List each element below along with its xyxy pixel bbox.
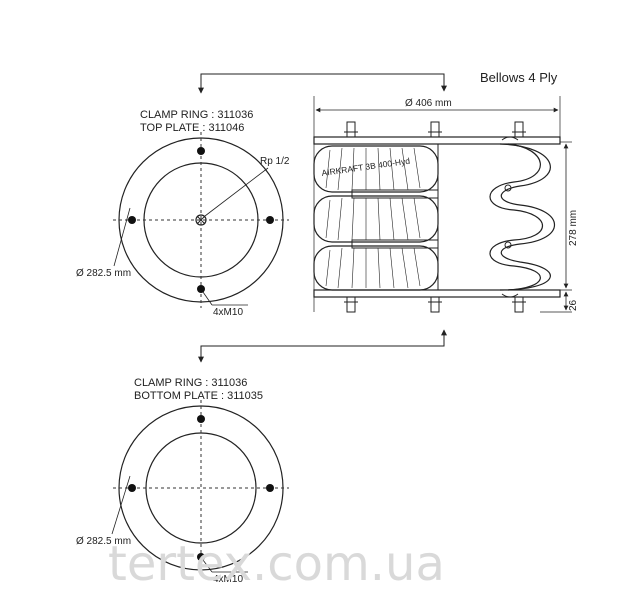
bottom-bolt-hole-top [197,415,205,423]
side-top-studs [344,121,526,138]
top-plate-view: CLAMP RING : 311036 TOP PLATE : 311046 R… [76,109,290,318]
port-leader-line [204,167,269,217]
top-bolt-circle-label: Ø 282.5 mm [76,268,131,279]
watermark: tertex.com.ua [108,536,445,592]
side-view: Bellows 4 Ply Ø 406 mm [313,70,579,313]
bottom-plate-view: CLAMP RING : 311036 BOTTOM PLATE : 31103… [76,377,289,585]
port-hole-icon [195,214,207,226]
view-connector-bottom [198,329,447,363]
bottom-clamp-ring-label: CLAMP RING : 311036 [134,377,247,389]
top-bolt-hole-bottom [197,285,205,293]
bottom-bolt-hole-left [128,484,136,492]
top-bolt-hole-left [128,216,136,224]
bottom-bolt-circle-leader [111,475,131,535]
plate-offset-label: 26 [568,299,579,311]
bellow-section-profile [437,136,556,298]
diameter-label: Ø 406 mm [405,98,452,109]
bottom-bolt-hole-right [266,484,274,492]
bellows-label: Bellows 4 Ply [480,70,558,85]
bottom-bolts-label: 4xM10 [213,574,243,585]
bottom-bolt-circle-label: Ø 282.5 mm [76,536,131,547]
top-bolt-hole-top [197,147,205,155]
top-port-label: Rp 1/2 [260,156,290,167]
height-label: 278 mm [568,210,579,246]
bottom-bolt-hole-bottom [197,553,205,561]
top-plate-label: TOP PLATE : 311046 [140,122,244,134]
top-clamp-ring-label: CLAMP RING : 311036 [140,109,253,121]
top-bolts-label: 4xM10 [213,307,243,318]
side-top-plate [313,136,561,145]
side-bottom-studs [344,296,526,313]
bottom-plate-label: BOTTOM PLATE : 311035 [134,390,263,402]
top-bolt-hole-right [266,216,274,224]
view-connector-top [198,73,447,94]
top-bolt-circle-leader [113,207,131,267]
side-bottom-plate [313,289,561,298]
